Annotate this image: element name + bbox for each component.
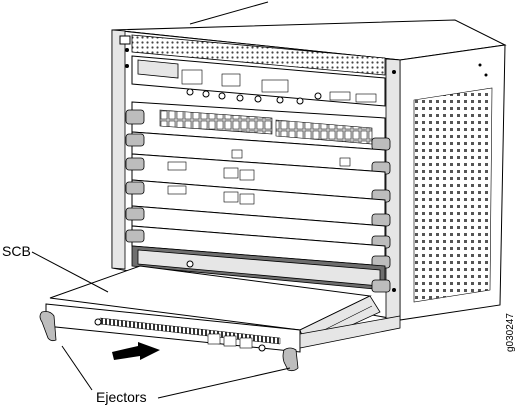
scb-label: SCB [2, 243, 31, 259]
ejector-leader-right [157, 367, 291, 399]
top-air-vent [131, 34, 386, 76]
ejectors-label: Ejectors [96, 389, 147, 405]
scb-slot-opening [131, 245, 391, 293]
figure-id: g030247 [505, 313, 516, 352]
top-leader-line [189, 1, 269, 25]
scb-board [45, 260, 401, 353]
line-card-slot-1 [125, 101, 391, 151]
craft-interface-panel [131, 55, 386, 107]
line-card-slot-4 [125, 179, 391, 227]
scb-leader-line [31, 251, 109, 293]
chassis-side-panel [399, 44, 506, 321]
ejector-leader-left [61, 345, 93, 391]
removal-arrow [112, 342, 160, 360]
ejector-left [39, 311, 57, 342]
ejector-right [282, 347, 299, 372]
line-card-slot-2 [125, 131, 391, 175]
